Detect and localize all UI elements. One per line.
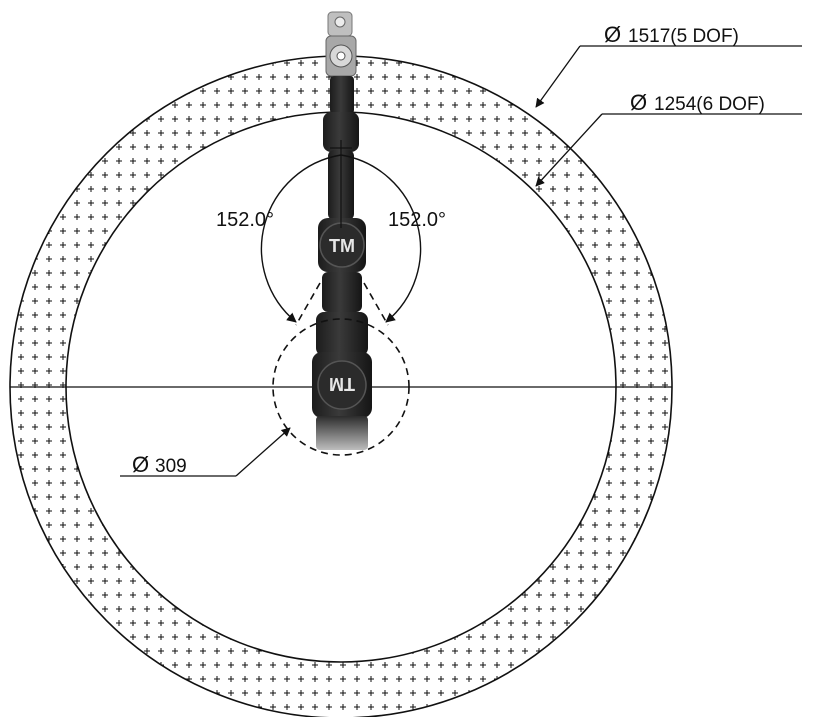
outer-diameter-symbol: Ø	[604, 22, 621, 47]
right-angle-label: 152.0°	[388, 209, 446, 231]
upper-joint-logo: TM	[329, 236, 355, 256]
right-angle-arc	[340, 154, 422, 323]
outer-diameter-label: 1517(5 DOF)	[628, 26, 739, 47]
left-angle-label: 152.0°	[216, 209, 274, 231]
base-diameter-leader	[235, 427, 291, 477]
inner-diameter-label: 1254(6 DOF)	[654, 94, 765, 115]
right-cone-line	[363, 282, 389, 326]
left-cone-line	[295, 282, 321, 326]
inner-diameter-leader	[535, 113, 603, 187]
left-angle-arc	[260, 154, 342, 323]
lower-joint-logo-disc	[317, 360, 367, 410]
base-diameter-label: 309	[155, 456, 187, 477]
outer-diameter-leader	[535, 45, 581, 108]
base-diameter-symbol: Ø	[132, 452, 149, 477]
lower-joint-logo: TM	[329, 374, 355, 394]
inner-diameter-symbol: Ø	[630, 90, 647, 115]
robot-arm: TM TM	[312, 11, 372, 450]
upper-joint-logo-disc	[319, 222, 365, 268]
base-clearance-circle	[272, 318, 410, 456]
